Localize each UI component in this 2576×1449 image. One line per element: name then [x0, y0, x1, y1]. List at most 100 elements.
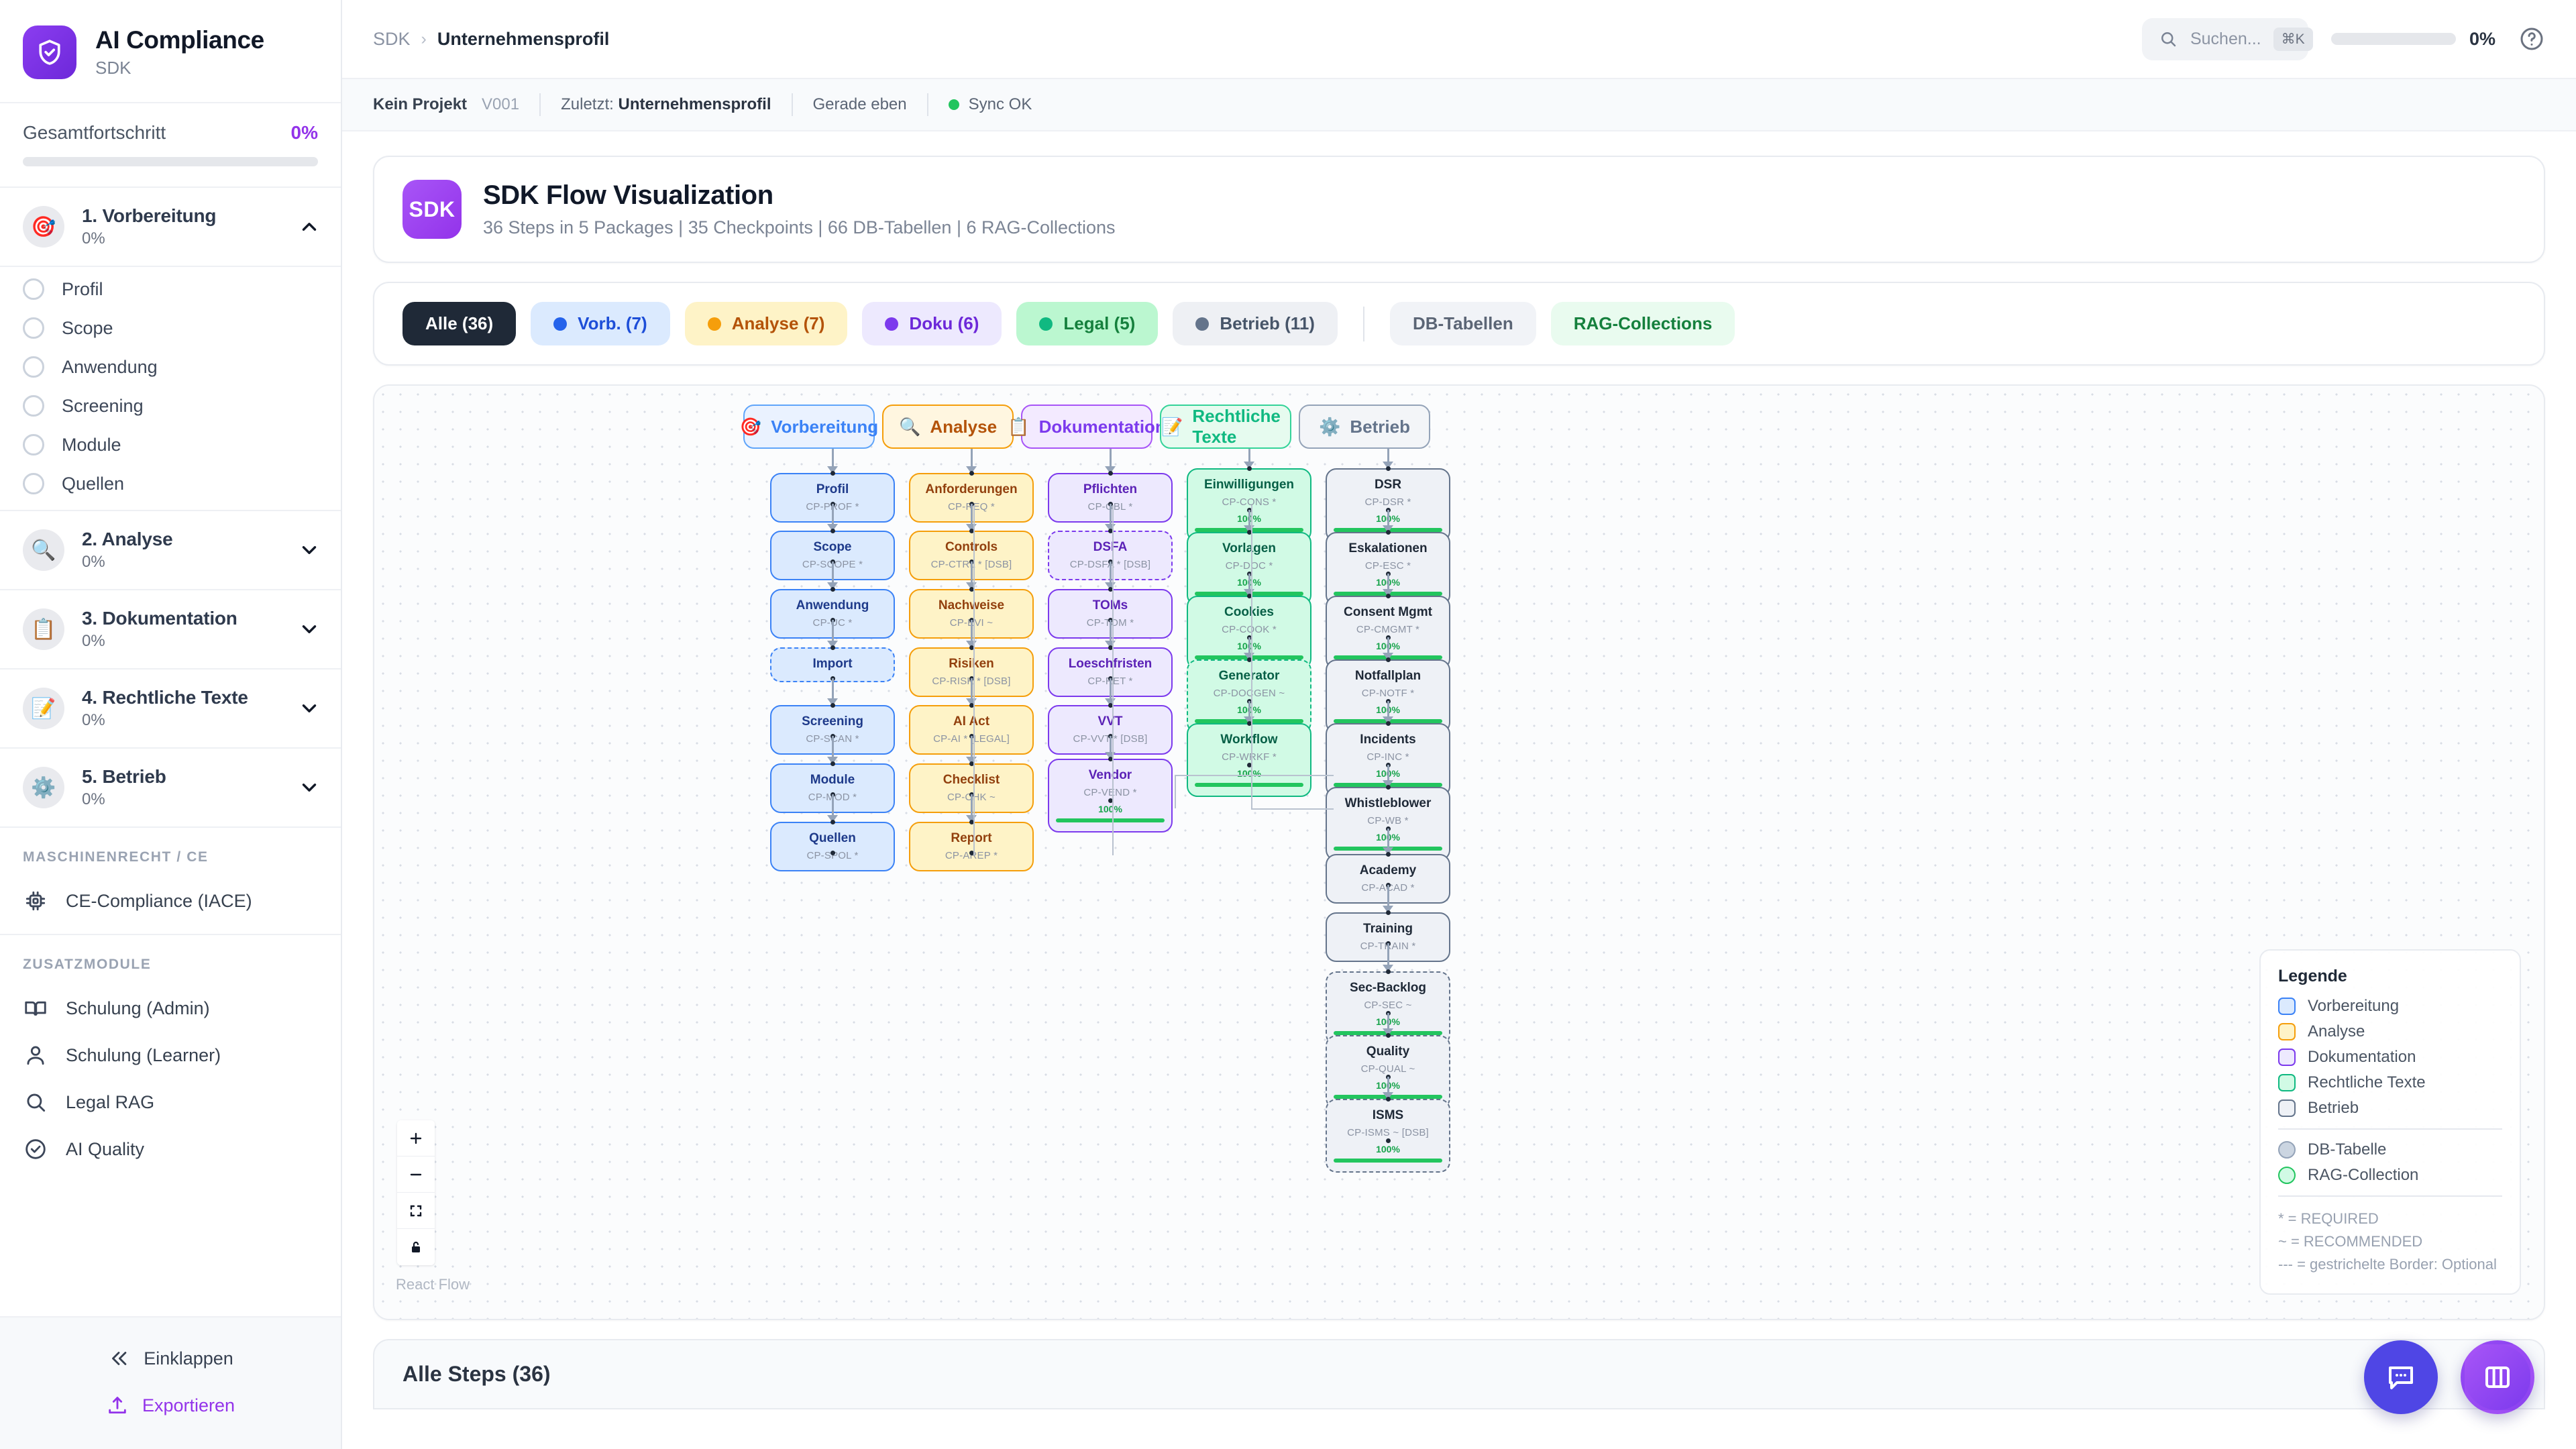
- chat-fab[interactable]: [2364, 1340, 2438, 1414]
- sidebar-item-scope[interactable]: Scope: [0, 309, 341, 347]
- sidebar-item-schulung-learner[interactable]: Schulung (Learner): [0, 1032, 341, 1079]
- flow-node-handle-bottom[interactable]: [1385, 1138, 1391, 1143]
- flow-node-handle-bottom[interactable]: [969, 851, 974, 855]
- flow-node-handle-top[interactable]: [1385, 657, 1391, 662]
- flow-node-code: CP-DOC *: [1225, 559, 1273, 572]
- flow-node-handle-top[interactable]: [830, 587, 835, 592]
- step-status-radio[interactable]: [23, 434, 44, 455]
- chevron-down-icon[interactable]: [298, 776, 321, 799]
- flow-node-handle-top[interactable]: [1108, 587, 1113, 592]
- filter-chip-1[interactable]: Vorb. (7): [531, 302, 670, 345]
- flow-node-handle-top[interactable]: [1246, 721, 1252, 726]
- flow-controls[interactable]: [397, 1120, 435, 1265]
- chevron-up-icon[interactable]: [298, 215, 321, 238]
- sidebar-item-ai-quality[interactable]: AI Quality: [0, 1126, 341, 1173]
- breadcrumb-root[interactable]: SDK: [373, 28, 411, 49]
- flow-node-handle-top[interactable]: [969, 471, 974, 476]
- flow-node-handle-top[interactable]: [969, 529, 974, 533]
- flow-node-handle-top[interactable]: [969, 587, 974, 592]
- search-input[interactable]: Suchen... ⌘K: [2141, 17, 2313, 60]
- flow-node-handle-top[interactable]: [1385, 530, 1391, 535]
- sidebar-item-quellen[interactable]: Quellen: [0, 464, 341, 503]
- flow-diagram-card[interactable]: 🎯Vorbereitung🔍Analyse📋Dokumentation📝Rech…: [373, 384, 2545, 1320]
- flow-node-handle-top[interactable]: [830, 529, 835, 533]
- flow-node-handle-top[interactable]: [1385, 721, 1391, 726]
- sidebar-item-profil[interactable]: Profil: [0, 270, 341, 309]
- question-circle-icon[interactable]: [2518, 25, 2545, 52]
- export-button[interactable]: Exportieren: [0, 1382, 341, 1429]
- flow-node-handle-top[interactable]: [1385, 785, 1391, 790]
- step-status-radio[interactable]: [23, 395, 44, 417]
- flow-node-handle-top[interactable]: [1385, 1033, 1391, 1038]
- chevron-down-icon[interactable]: [298, 697, 321, 720]
- zoom-out-button[interactable]: [397, 1157, 435, 1193]
- collapse-sidebar-button[interactable]: Einklappen: [0, 1335, 341, 1382]
- flow-node-handle-top[interactable]: [1108, 757, 1113, 761]
- sidebar-item-anwendung[interactable]: Anwendung: [0, 347, 341, 386]
- chevron-down-icon[interactable]: [298, 618, 321, 641]
- flow-node-handle-bottom[interactable]: [1108, 798, 1113, 803]
- step-status-radio[interactable]: [23, 473, 44, 494]
- flow-node-handle-top[interactable]: [1246, 466, 1252, 471]
- step-status-radio[interactable]: [23, 278, 44, 300]
- sidebar-item-screening[interactable]: Screening: [0, 386, 341, 425]
- sidebar-item-legal-rag[interactable]: Legal RAG: [0, 1079, 341, 1126]
- flow-node-handle-top[interactable]: [1108, 529, 1113, 533]
- filter-chip-2[interactable]: Analyse (7): [684, 302, 848, 345]
- flow-node-handle-top[interactable]: [830, 820, 835, 824]
- flow-node-handle-top[interactable]: [1246, 657, 1252, 662]
- flow-node-handle-top[interactable]: [830, 471, 835, 476]
- flow-node-handle-top[interactable]: [1385, 1097, 1391, 1102]
- filter-chip-5[interactable]: Betrieb (11): [1173, 302, 1338, 345]
- chevron-down-icon[interactable]: [298, 539, 321, 561]
- flow-canvas[interactable]: 🎯Vorbereitung🔍Analyse📋Dokumentation📝Rech…: [374, 386, 2544, 1319]
- step-status-radio[interactable]: [23, 356, 44, 378]
- flow-node-handle-top[interactable]: [969, 703, 974, 708]
- flow-node-handle-top[interactable]: [830, 703, 835, 708]
- flow-node-handle-top[interactable]: [1385, 466, 1391, 471]
- panel-fab[interactable]: [2461, 1340, 2534, 1414]
- flow-node-handle-top[interactable]: [1385, 910, 1391, 915]
- lock-toggle-button[interactable]: [397, 1229, 435, 1265]
- filter-chip-4[interactable]: Legal (5): [1016, 302, 1159, 345]
- flow-node-handle-top[interactable]: [969, 820, 974, 824]
- flow-node-handle-top[interactable]: [1385, 594, 1391, 598]
- flow-node-handle-top[interactable]: [969, 645, 974, 650]
- step-status-radio[interactable]: [23, 317, 44, 339]
- flow-node-handle-top[interactable]: [1246, 594, 1252, 598]
- filter-chip-3[interactable]: Doku (6): [862, 302, 1002, 345]
- flow-node-handle-top[interactable]: [969, 761, 974, 766]
- flow-node-handle-top[interactable]: [830, 645, 835, 650]
- flow-node-handle-top[interactable]: [1246, 530, 1252, 535]
- flow-node-handle-bottom[interactable]: [1246, 763, 1252, 767]
- zoom-in-button[interactable]: [397, 1120, 435, 1157]
- filter-chip-extra-0[interactable]: DB-Tabellen: [1389, 302, 1536, 345]
- flow-node-handle-top[interactable]: [1108, 645, 1113, 650]
- filter-chip-0[interactable]: Alle (36): [402, 302, 517, 345]
- flow-node-handle-top[interactable]: [1108, 703, 1113, 708]
- filter-chip-extra-1[interactable]: RAG-Collections: [1550, 302, 1735, 345]
- flow-node-handle-top[interactable]: [1385, 852, 1391, 857]
- flow-node-handle-top[interactable]: [830, 761, 835, 766]
- fit-view-button[interactable]: [397, 1193, 435, 1229]
- sidebar-item-schulung-admin[interactable]: Schulung (Admin): [0, 985, 341, 1032]
- flow-node-handle-top[interactable]: [1108, 471, 1113, 476]
- flow-node-handle-bottom[interactable]: [830, 851, 835, 855]
- sidebar-item-ce-compliance[interactable]: CE-Compliance (IACE): [0, 877, 341, 924]
- flow-node-handle-top[interactable]: [1385, 969, 1391, 974]
- sidebar-item-module[interactable]: Module: [0, 425, 341, 464]
